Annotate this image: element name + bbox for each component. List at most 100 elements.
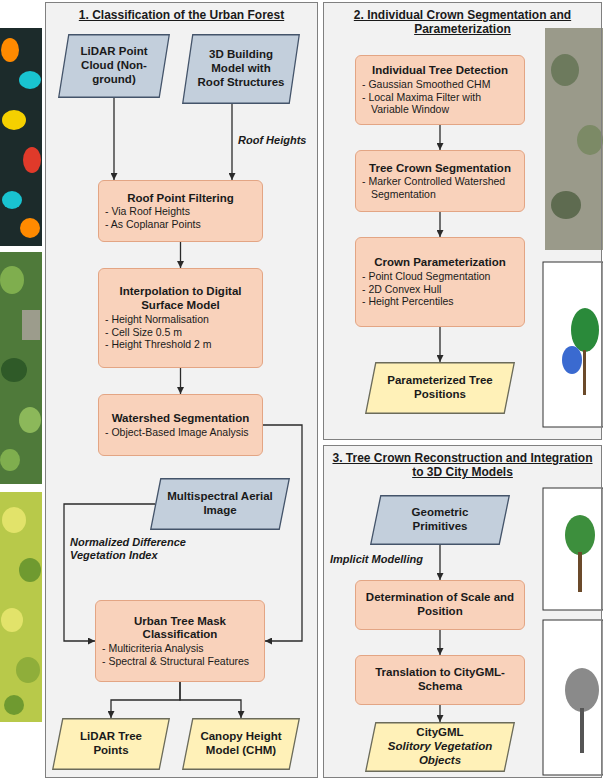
- parallelogram-outline: [366, 363, 515, 414]
- box-heading: Roof Point Filtering: [105, 192, 256, 206]
- tree-point-cloud: [562, 346, 582, 374]
- tree-model-view: [543, 488, 603, 610]
- box-heading: Individual Tree Detection: [362, 64, 518, 78]
- aerial-photo: [0, 492, 42, 722]
- data-label: Multispectral Aerial Image: [165, 490, 275, 518]
- parallelogram-outline: [151, 479, 290, 530]
- data-label: 3D Building Model with Roof Structures: [197, 48, 285, 89]
- flow-arrow: [439, 125, 440, 150]
- flow-arrow: [439, 545, 440, 580]
- aerial-photo: [1, 358, 27, 382]
- lidar-photo: [0, 28, 42, 246]
- box-heading: Translation to CityGML-Schema: [362, 666, 518, 694]
- bullet-text: - Height Normalisation: [105, 313, 256, 326]
- aerial-photo: [545, 28, 603, 250]
- flow-arrow: [111, 682, 180, 718]
- process-box: Interpolation to Digital Surface Model- …: [98, 268, 263, 368]
- input-data: Geometric Primitives: [370, 495, 510, 545]
- input-data: LiDAR Point Cloud (Non-ground): [58, 34, 170, 98]
- panel-heading: 2. Individual Crown Segmentation and Par…: [324, 3, 601, 37]
- flow-arrow: [439, 327, 440, 362]
- tree-point-cloud: [571, 308, 599, 352]
- edge-label: Normalized Difference Vegetation Index: [70, 536, 220, 562]
- aerial-photo: [19, 558, 41, 582]
- panel-ground: [45, 2, 318, 778]
- process-box: Crown Parameterization- Point Cloud Segm…: [355, 237, 525, 327]
- output-data: CityGMLSolitory Vegetation Objects: [365, 722, 515, 772]
- lidar-photo: [20, 218, 40, 238]
- output-data: Canopy Height Model (CHM): [182, 718, 300, 770]
- data-label: Geometric Primitives: [385, 506, 495, 534]
- input-data: 3D Building Model with Roof Structures: [182, 34, 300, 104]
- box-heading: Interpolation to Digital Surface Model: [105, 285, 256, 313]
- process-box: Roof Point Filtering- Via Roof Heights- …: [98, 180, 263, 242]
- lidar-photo: [23, 147, 41, 173]
- aerial-photo: [551, 54, 579, 86]
- point-cloud-view: [543, 262, 603, 427]
- box-heading: Crown Parameterization: [362, 256, 518, 270]
- bullet-text: - Local Maxima Filter with Variable Wind…: [362, 91, 518, 116]
- tree-point-cloud: [583, 350, 586, 395]
- lidar-photo: [19, 71, 41, 89]
- bullet-text: - Object-Based Image Analysis: [105, 426, 256, 439]
- bullet-text: - Cell Size 0.5 m: [105, 326, 256, 339]
- panel-heading: 3. Tree Crown Reconstruction and Integra…: [324, 446, 601, 480]
- aerial-photo: [2, 507, 26, 533]
- bullet-text: - Multicriteria Analysis: [102, 642, 258, 655]
- bullet-text: - 2D Convex Hull: [362, 283, 518, 296]
- flow-arrow: [263, 425, 302, 641]
- tree-model: [565, 515, 595, 555]
- lidar-photo: [2, 110, 26, 130]
- box-heading: Tree Crown Segmentation: [362, 162, 518, 176]
- lidar-photo: [1, 38, 19, 62]
- aerial-photo: [577, 125, 603, 155]
- process-box: Individual Tree Detection- Gaussian Smoo…: [355, 55, 525, 125]
- aerial-photo: [4, 695, 24, 715]
- tree-model: [578, 552, 582, 592]
- box-heading: Watershed Segmentation: [105, 412, 256, 426]
- edge-label: Implicit Modelling: [330, 553, 434, 566]
- bullet-text: - Height Percentiles: [362, 295, 518, 308]
- bullet-text: - Spectral & Structural Features: [102, 655, 258, 668]
- flow-arrow: [113, 98, 114, 180]
- flow-arrow: [439, 705, 440, 722]
- output-data: LiDAR Tree Points: [52, 718, 170, 770]
- lidar-photo: [2, 191, 22, 209]
- aerial-photo: [19, 407, 41, 433]
- data-label: CityGML: [380, 726, 500, 740]
- panel: 1. Classification of the Urban ForestLiD…: [45, 2, 318, 778]
- flow-arrow: [180, 242, 181, 268]
- tree-model: [580, 708, 584, 753]
- data-label: Solitory Vegetation Objects: [380, 740, 500, 768]
- box-heading: Determination of Scale and Position: [362, 591, 518, 619]
- aerial-photo: [0, 266, 24, 294]
- bullet-text: - Marker Controlled Watershed Segmentati…: [362, 175, 518, 200]
- aerial-photo: [0, 449, 20, 471]
- edge-label: Roof Heights: [238, 134, 318, 147]
- bullet-text: - Height Threshold 2 m: [105, 338, 256, 351]
- data-label: LiDAR Point Cloud (Non-ground): [73, 45, 155, 86]
- output-data: Parameterized Tree Positions: [365, 362, 515, 414]
- panel-ground: [323, 445, 602, 778]
- process-box: Urban Tree Mask Classification- Multicri…: [95, 600, 265, 682]
- panel: 2. Individual Crown Segmentation and Par…: [323, 2, 602, 440]
- aerial-photo: [1, 608, 23, 632]
- parallelogram-outline: [53, 719, 170, 770]
- bullet-text: - Via Roof Heights: [105, 205, 256, 218]
- city-model-view: [543, 620, 603, 775]
- bullet-text: - Point Cloud Segmentation: [362, 270, 518, 283]
- process-box: Determination of Scale and Position: [355, 580, 525, 630]
- data-label: LiDAR Tree Points: [67, 730, 155, 758]
- aerial-photo: [22, 310, 40, 340]
- flow-arrow: [439, 212, 440, 237]
- bullet-text: - As Coplanar Points: [105, 218, 256, 231]
- process-box: Tree Crown Segmentation- Marker Controll…: [355, 150, 525, 212]
- flow-arrow: [439, 630, 440, 655]
- flow-arrow: [180, 368, 181, 394]
- flow-arrow: [180, 682, 241, 718]
- process-box: Watershed Segmentation- Object-Based Ima…: [98, 394, 263, 456]
- parallelogram-outline: [183, 35, 300, 104]
- tree-model: [565, 668, 599, 712]
- process-box: Translation to CityGML-Schema: [355, 655, 525, 705]
